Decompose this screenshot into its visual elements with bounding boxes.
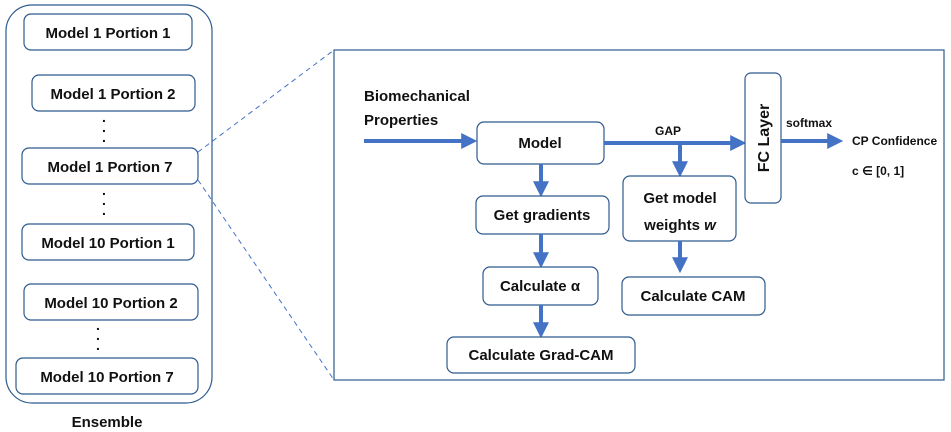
calculate-cam-label: Calculate CAM <box>640 288 745 305</box>
fc-layer-label: FC Layer <box>756 104 773 172</box>
get-model-weights-line1: Get model <box>643 190 716 207</box>
calculate-gradcam-box <box>446 336 636 374</box>
calculate-gradcam-label: Calculate Grad-CAM <box>468 347 613 364</box>
fc-layer-box <box>744 72 782 204</box>
input-label-line2: Properties <box>364 112 438 129</box>
softmax-label: softmax <box>786 116 832 130</box>
ellipsis-dot: . <box>102 202 106 218</box>
ellipsis-dot: . <box>102 129 106 145</box>
ellipsis-dot: . <box>102 109 106 125</box>
ensemble-container <box>5 4 213 404</box>
ellipsis-dot: . <box>102 182 106 198</box>
calculate-cam-box <box>621 276 766 316</box>
ellipsis-dot: . <box>96 327 100 343</box>
input-label-line1: Biomechanical <box>364 88 470 105</box>
ellipsis-dot: . <box>102 119 106 135</box>
ensemble-label: Ensemble <box>72 414 143 431</box>
gap-label: GAP <box>655 124 681 138</box>
model-label: Model 10 Portion 2 <box>44 295 177 312</box>
zoom-line-top <box>197 49 335 153</box>
output-label-line1: CP Confidence <box>852 134 937 148</box>
get-model-weights-line2: weights w <box>643 217 717 234</box>
ellipsis-dot: . <box>96 317 100 333</box>
calculate-alpha-label: Calculate α <box>500 278 581 295</box>
model-label: Model 1 Portion 7 <box>47 159 172 176</box>
ensemble-model-box: Model 10 Portion 1 <box>21 223 195 261</box>
ensemble-model-box: Model 10 Portion 7 <box>15 357 199 395</box>
get-gradients-label: Get gradients <box>494 207 591 224</box>
weights-symbol: w <box>704 217 717 234</box>
model-label: Model 10 Portion 7 <box>40 369 173 386</box>
model-label: Model 10 Portion 1 <box>41 235 174 252</box>
get-model-weights-text: weights <box>643 217 704 234</box>
ensemble-model-box: Model 10 Portion 2 <box>23 283 199 321</box>
ensemble-model-box: Model 1 Portion 2 <box>31 74 196 112</box>
output-label-line2: c ∈ [0, 1] <box>852 164 904 178</box>
model-label: Model 1 Portion 2 <box>50 86 175 103</box>
ensemble-model-box: Model 1 Portion 1 <box>23 13 193 51</box>
zoom-line-bottom <box>197 179 335 381</box>
model-label: Model 1 Portion 1 <box>45 25 170 42</box>
ellipsis-dot: . <box>102 192 106 208</box>
ellipsis-dot: . <box>96 337 100 353</box>
ensemble-model-box: Model 1 Portion 7 <box>21 147 199 185</box>
model-box-label: Model <box>518 135 561 152</box>
